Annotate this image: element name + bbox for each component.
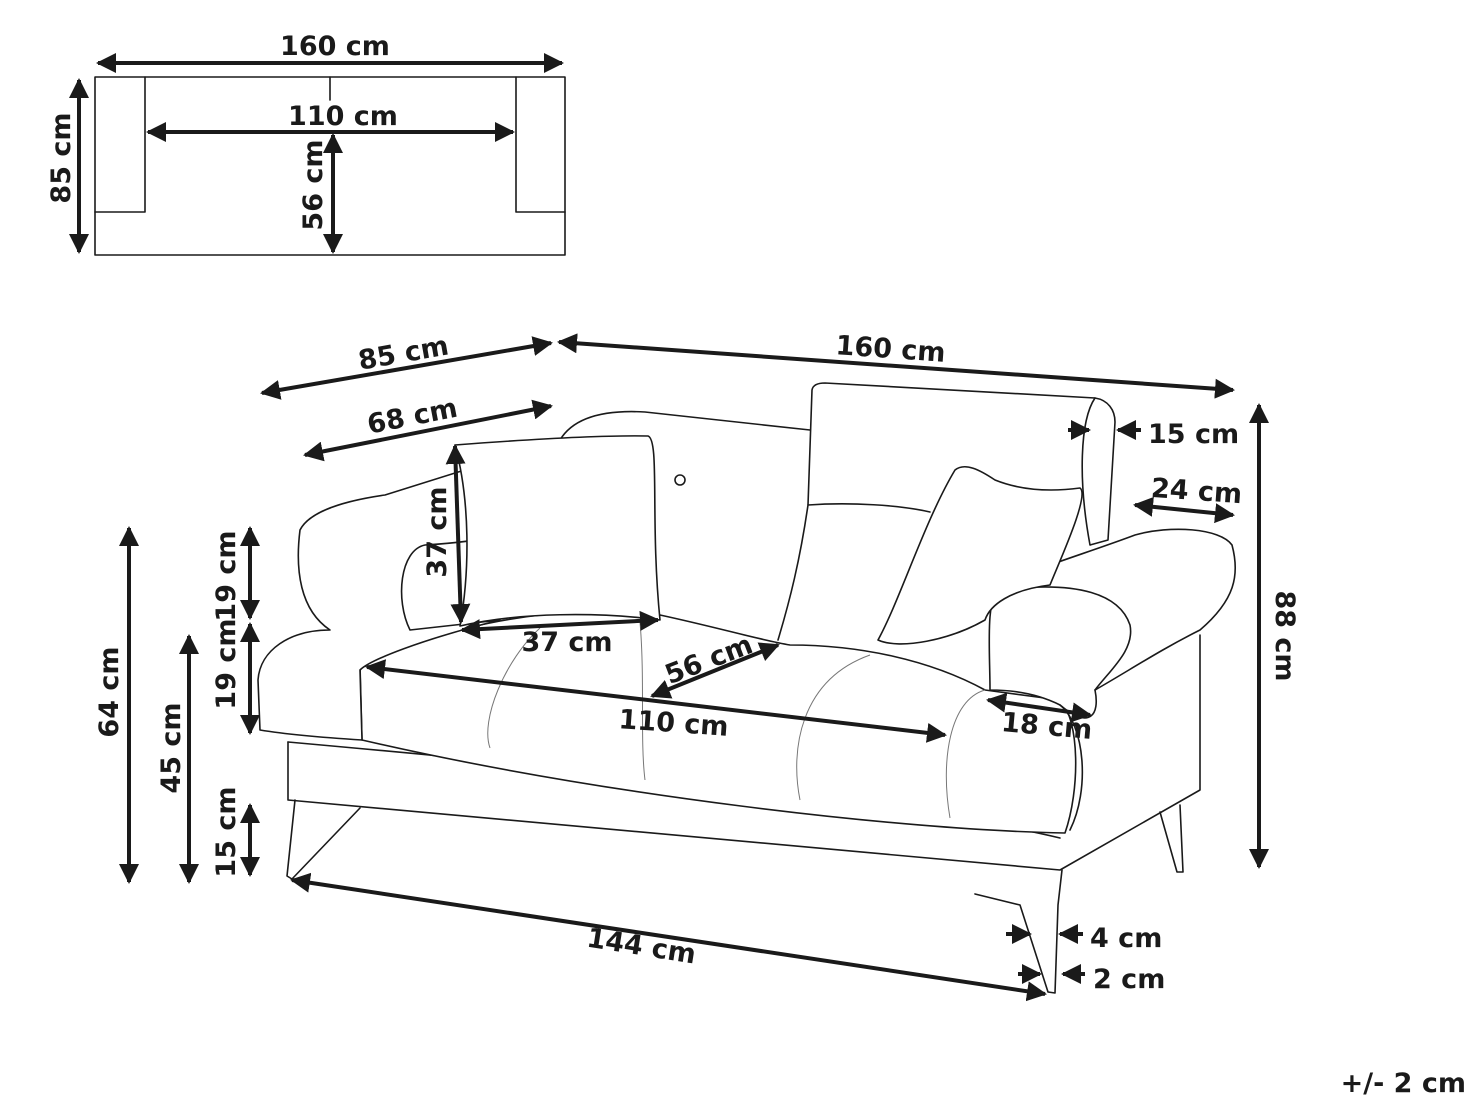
top-depth-label: 85 cm — [46, 112, 77, 203]
seat-width-label: 110 cm — [618, 704, 730, 743]
pillow-height-label: 37 cm — [422, 486, 453, 577]
leg-bottom-label: 2 cm — [1093, 964, 1165, 995]
back-thickness-label: 15 cm — [1148, 419, 1239, 450]
arm-depth-arrow — [303, 399, 553, 462]
sofa-back-button — [674, 474, 686, 486]
sofa-right-arm-roll — [999, 586, 1132, 691]
leg-height-label: 15 cm — [211, 786, 242, 877]
width-arrow — [557, 333, 1235, 399]
sofa-pillow-right — [877, 465, 1083, 645]
back-above-arm-arrow — [1133, 496, 1235, 524]
depth-arrow — [260, 336, 553, 400]
seat-width-arrow — [365, 659, 947, 743]
sofa-leg-front-left — [286, 799, 361, 880]
arm-upper-label: 19 cm — [211, 530, 242, 621]
sofa-back-left-top — [559, 410, 811, 441]
sofa-base — [287, 634, 1201, 871]
back-above-arm-label: 24 cm — [1150, 473, 1243, 510]
base-width-arrow — [290, 872, 1047, 1002]
pillow-height-arrow — [445, 444, 471, 624]
arm-height-label: 64 cm — [94, 646, 125, 737]
pillow-width-label: 37 cm — [521, 627, 612, 658]
top-seat-depth-label: 56 cm — [298, 139, 329, 230]
top-view: 160 cm 85 cm 110 cm 56 cm — [46, 31, 566, 256]
seat-seam-4 — [945, 689, 986, 819]
width-label: 160 cm — [835, 330, 947, 369]
arm-width-arrow — [986, 692, 1092, 723]
pillow-width-arrow — [460, 610, 660, 640]
sofa-back-cushion-lower — [777, 503, 931, 641]
top-seat-width-label: 110 cm — [288, 101, 398, 132]
top-view-left-arm — [94, 76, 146, 213]
sofa-leg-back-right — [1159, 804, 1184, 873]
top-width-label: 160 cm — [280, 31, 390, 62]
sofa-back-cushion-side — [1081, 397, 1096, 546]
base-width-label: 144 cm — [585, 923, 698, 971]
sofa-pillow-left — [454, 435, 661, 627]
leg-top-label: 4 cm — [1090, 923, 1162, 954]
sofa-illustration — [257, 382, 1237, 994]
seat-height-label: 45 cm — [156, 702, 187, 793]
tolerance-note: +/- 2 cm — [1341, 1068, 1466, 1099]
top-view-right-arm — [515, 76, 566, 213]
total-height-label: 88 cm — [1269, 590, 1300, 681]
arm-lower-label: 19 cm — [211, 618, 242, 709]
